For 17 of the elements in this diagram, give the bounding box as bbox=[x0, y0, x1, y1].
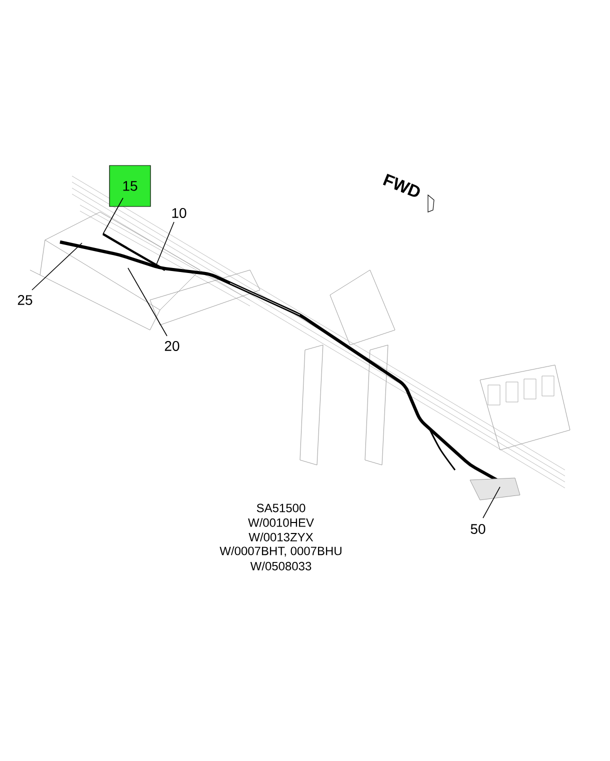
callout-number: 25 bbox=[18, 295, 32, 305]
callout-number: 20 bbox=[164, 341, 180, 351]
leader-line bbox=[32, 242, 82, 290]
note-text: W/0013ZYX bbox=[248, 532, 314, 542]
leader-line bbox=[482, 486, 500, 518]
callout-number: 15 bbox=[123, 181, 138, 191]
highlighted-callout-box bbox=[109, 165, 151, 207]
leader-line bbox=[128, 268, 168, 336]
note-text: W/0508033 bbox=[250, 562, 312, 570]
callout-number: 10 bbox=[172, 208, 186, 218]
leader-line bbox=[154, 222, 174, 268]
leader-line bbox=[102, 198, 124, 234]
callout-number: 50 bbox=[470, 524, 486, 534]
note-text: W/0007BHT, 0007BHU bbox=[220, 546, 342, 557]
forward-label: FWD bbox=[382, 174, 420, 197]
note-text: W/0010HEV bbox=[248, 518, 314, 527]
note-text: SA51500 bbox=[256, 504, 306, 512]
